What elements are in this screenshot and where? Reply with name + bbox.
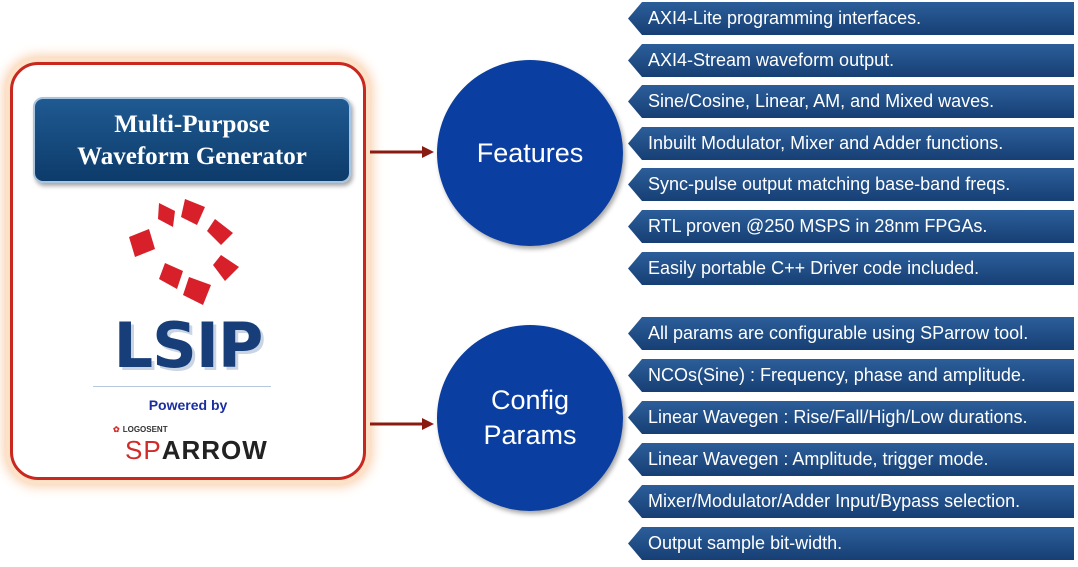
product-title-line1: Multi-Purpose — [114, 111, 270, 138]
sparrow-logo: SPARROW — [125, 435, 268, 466]
feature-item: Sync-pulse output matching base-band fre… — [628, 168, 1074, 201]
feature-item: Inbuilt Modulator, Mixer and Adder funct… — [628, 127, 1074, 160]
feature-item: RTL proven @250 MSPS in 28nm FPGAs. — [628, 210, 1074, 243]
config-item: Linear Wavegen : Rise/Fall/High/Low dura… — [628, 401, 1074, 434]
product-title: Multi-Purpose Waveform Generator — [33, 97, 351, 183]
product-title-line2: Waveform Generator — [77, 143, 307, 170]
arrow-to-features — [370, 146, 434, 158]
feature-item: Sine/Cosine, Linear, AM, and Mixed waves… — [628, 85, 1074, 118]
config-circle-line2: Params — [483, 420, 577, 450]
lsip-logo-text: LSIP — [113, 309, 264, 382]
config-item: Mixer/Modulator/Adder Input/Bypass selec… — [628, 485, 1074, 518]
config-params-circle: Config Params — [437, 325, 623, 511]
config-item: All params are configurable using SParro… — [628, 317, 1074, 350]
config-item: Output sample bit-width. — [628, 527, 1074, 560]
sparrow-logo-rest: ARROW — [161, 435, 268, 465]
feature-item: AXI4-Lite programming interfaces. — [628, 2, 1074, 35]
logo-divider — [93, 386, 271, 387]
feature-item: AXI4-Stream waveform output. — [628, 44, 1074, 77]
sparrow-logo-sp: SP — [125, 435, 162, 465]
product-card: Multi-Purpose Waveform Generator LSIP Po… — [10, 62, 366, 480]
features-circle: Features — [437, 60, 623, 246]
feature-item: Easily portable C++ Driver code included… — [628, 252, 1074, 285]
config-circle-line1: Config — [490, 385, 570, 415]
config-item: NCOs(Sine) : Frequency, phase and amplit… — [628, 359, 1074, 392]
partner-small-logo: ✿LOGOSENT — [113, 425, 168, 434]
logosent-flower-icon: ✿ — [113, 425, 120, 434]
arrow-to-config — [370, 418, 434, 430]
features-circle-label: Features — [476, 137, 584, 168]
powered-by-label: Powered by — [148, 397, 228, 413]
partner-small-text: LOGOSENT — [122, 425, 168, 434]
lsip-logo-mark-icon — [129, 199, 239, 305]
config-item: Linear Wavegen : Amplitude, trigger mode… — [628, 443, 1074, 476]
